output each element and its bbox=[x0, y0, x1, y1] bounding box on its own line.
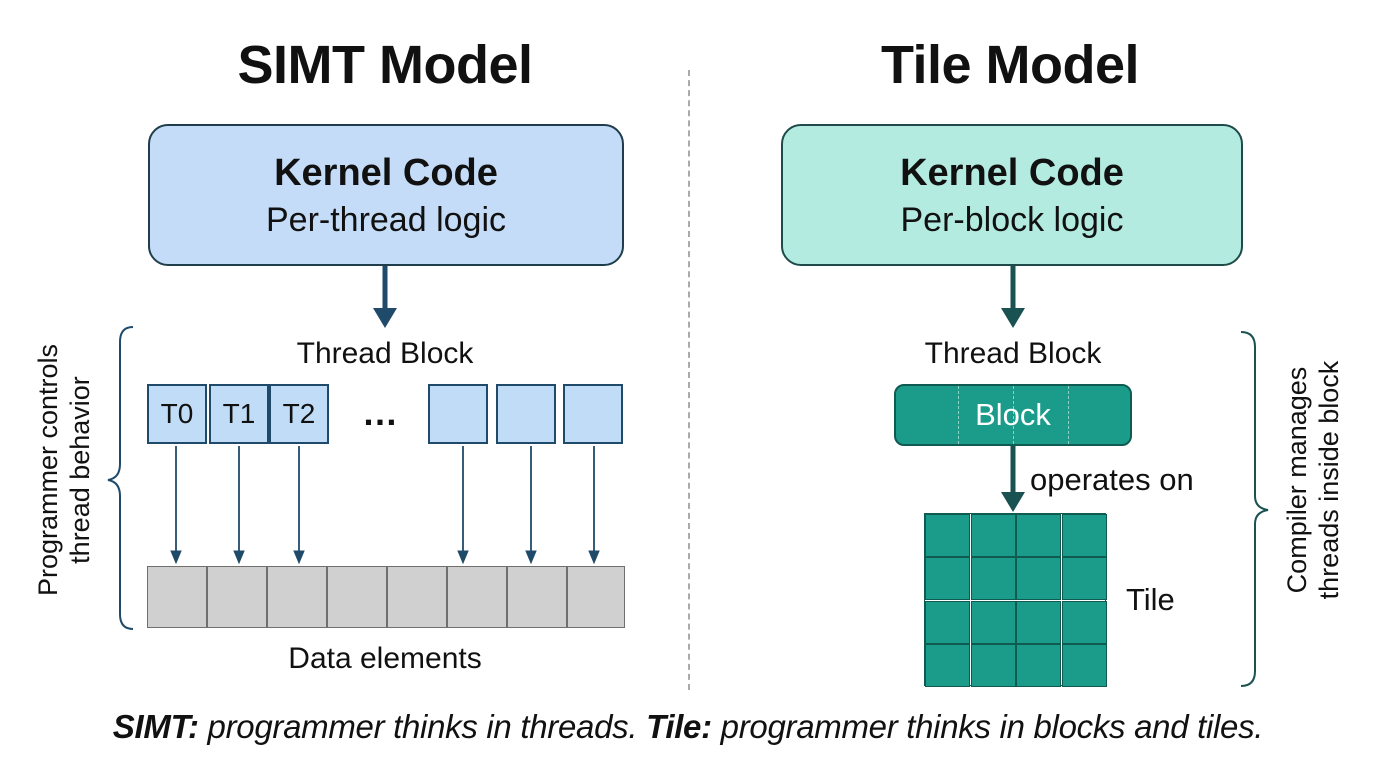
center-divider bbox=[688, 70, 690, 690]
tile-main-arrow bbox=[1001, 266, 1025, 328]
data-cell bbox=[567, 566, 625, 628]
simt-kernel-title: Kernel Code bbox=[274, 152, 498, 194]
tile-cell bbox=[1016, 557, 1061, 601]
tile-brace bbox=[1240, 331, 1269, 687]
data-cell bbox=[207, 566, 267, 628]
tile-block-divider bbox=[1013, 386, 1014, 444]
tile-thread-block-label: Thread Block bbox=[924, 337, 1102, 370]
tile-grid bbox=[924, 513, 1107, 687]
tile-cell bbox=[970, 557, 1016, 601]
tile-cell bbox=[1016, 643, 1061, 687]
data-cell bbox=[507, 566, 567, 628]
caption-tile-text: programmer thinks in blocks and tiles. bbox=[711, 708, 1264, 745]
tile-block: Block bbox=[894, 384, 1132, 446]
data-cell bbox=[267, 566, 327, 628]
caption-simt-text: programmer thinks in threads. bbox=[198, 708, 647, 745]
simt-thread-block-label: Thread Block bbox=[296, 337, 474, 370]
thread-ellipsis: … bbox=[362, 392, 398, 433]
thread-t0: T0 bbox=[147, 384, 207, 444]
thread-t2: T2 bbox=[269, 384, 329, 444]
data-cell bbox=[147, 566, 207, 628]
tile-side-note: Compiler manages threads inside block bbox=[1281, 330, 1345, 630]
tile-kernel-title: Kernel Code bbox=[900, 152, 1124, 194]
data-cell bbox=[447, 566, 507, 628]
tile-cell bbox=[925, 557, 970, 601]
tile-cell bbox=[1061, 600, 1107, 644]
thread-box-n2 bbox=[428, 384, 488, 444]
tile-kernel-box: Kernel Code Per-block logic bbox=[781, 124, 1243, 266]
tile-block-label: Block bbox=[975, 397, 1051, 432]
bottom-caption: SIMT: programmer thinks in threads. Tile… bbox=[0, 708, 1376, 746]
tile-label: Tile bbox=[1126, 582, 1175, 617]
tile-title: Tile Model bbox=[880, 35, 1140, 95]
tile-cell bbox=[925, 600, 970, 644]
tile-side-note-line1: Compiler manages bbox=[1282, 366, 1312, 594]
thread-box-n1 bbox=[496, 384, 556, 444]
operates-arrow bbox=[1001, 446, 1025, 512]
operates-on-label: operates on bbox=[1030, 462, 1194, 497]
tile-kernel-subtitle: Per-block logic bbox=[900, 201, 1124, 239]
tile-cell bbox=[970, 514, 1016, 557]
caption-tile-label: Tile: bbox=[646, 708, 712, 745]
thread-arrows bbox=[170, 446, 600, 565]
simt-kernel-subtitle: Per-thread logic bbox=[265, 201, 506, 239]
tile-cell bbox=[1061, 643, 1107, 687]
simt-title: SIMT Model bbox=[237, 35, 533, 95]
tile-cell bbox=[1061, 514, 1107, 557]
tile-cell bbox=[970, 600, 1016, 644]
data-cell bbox=[387, 566, 447, 628]
tile-cell bbox=[1061, 557, 1107, 601]
simt-main-arrow bbox=[373, 266, 397, 328]
data-cell bbox=[327, 566, 387, 628]
tile-cell bbox=[925, 643, 970, 687]
tile-block-divider bbox=[958, 386, 959, 444]
thread-t1: T1 bbox=[209, 384, 269, 444]
tile-side-note-line2: threads inside block bbox=[1314, 360, 1344, 600]
tile-cell bbox=[1016, 514, 1061, 557]
tile-cell bbox=[925, 514, 970, 557]
tile-cell bbox=[1016, 600, 1061, 644]
data-elements-row bbox=[147, 566, 625, 628]
caption-simt-label: SIMT: bbox=[112, 708, 199, 745]
thread-box-n bbox=[563, 384, 623, 444]
simt-brace bbox=[107, 326, 134, 630]
simt-kernel-box: Kernel Code Per-thread logic bbox=[148, 124, 624, 266]
data-elements-label: Data elements bbox=[288, 642, 482, 675]
tile-block-divider bbox=[1068, 386, 1069, 444]
tile-cell bbox=[970, 643, 1016, 687]
